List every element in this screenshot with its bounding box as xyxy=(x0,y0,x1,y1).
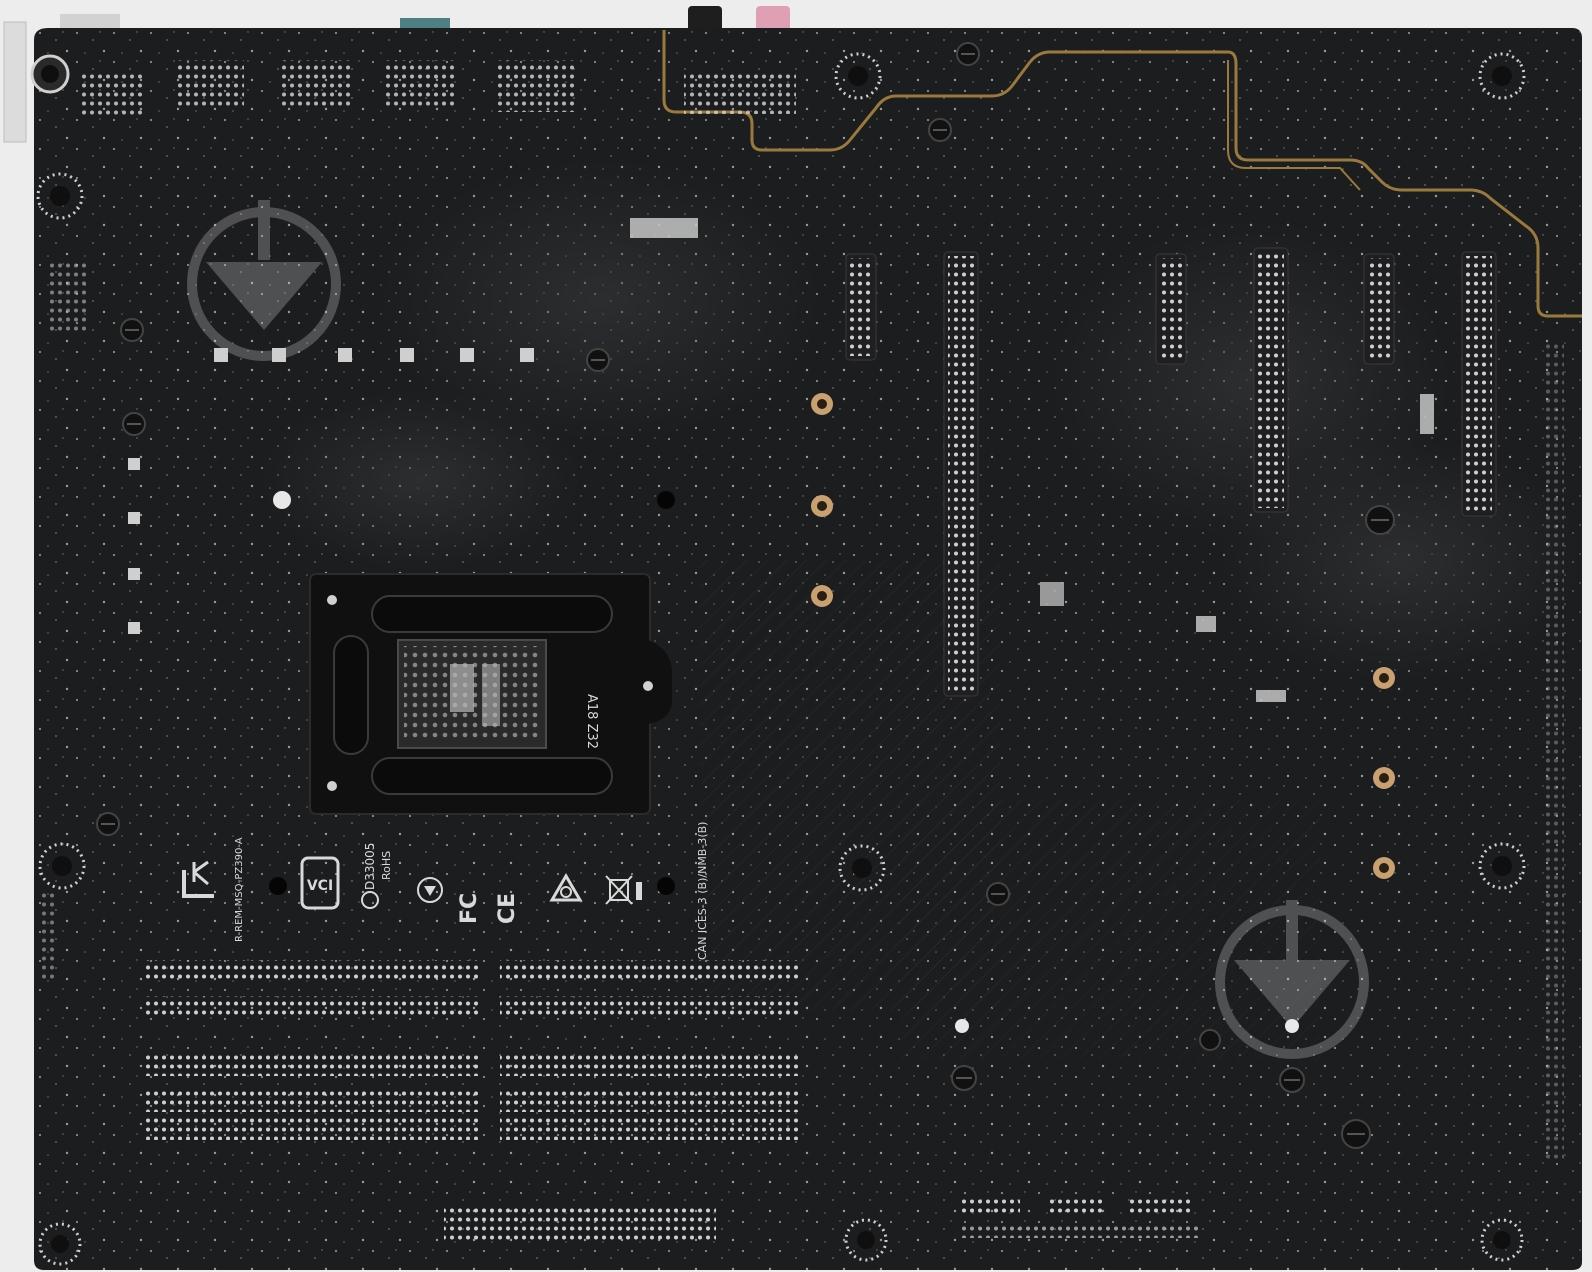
audio-jack-pink xyxy=(756,6,790,32)
cpu-backplate: A18 Z32 xyxy=(309,573,672,815)
screw xyxy=(1365,505,1395,535)
screw xyxy=(1341,1119,1371,1149)
kc-model-id: R-REM-MSQ-PZ390-A xyxy=(234,837,245,942)
ce-mark: CE xyxy=(495,893,520,924)
mounting-hole xyxy=(38,1222,82,1266)
pcie-x16-slot-pins xyxy=(943,251,979,697)
pcb-hole xyxy=(273,491,291,509)
pcie-x1-slot-pins xyxy=(1155,253,1187,365)
kc-mark xyxy=(182,860,214,898)
recycle-icon xyxy=(417,877,443,903)
ices-compliance-text: CAN ICES-3 (B)/NMB-3(B) xyxy=(696,822,709,960)
mounting-hole xyxy=(30,54,70,94)
pcie-x16-slot-pins xyxy=(1253,247,1289,513)
fcc-mark: FC xyxy=(457,893,482,924)
pcb-hole xyxy=(657,491,675,509)
pcie-x1-slot-pins xyxy=(845,253,877,361)
rcm-mark-icon xyxy=(549,873,583,902)
edge-pin-strip xyxy=(48,260,88,334)
io-connector-pins xyxy=(78,60,796,118)
watermark-logo-top-left xyxy=(187,200,341,361)
watermark-logo-bottom-right xyxy=(1215,900,1369,1059)
edge-pin-strip xyxy=(42,890,56,980)
audio-jack-black xyxy=(688,6,722,32)
m2-standoff-hole xyxy=(811,393,833,415)
screw xyxy=(928,118,952,142)
screw xyxy=(986,882,1010,906)
screw xyxy=(951,1065,977,1091)
screw xyxy=(96,812,120,836)
pcie-x1-slot-pins xyxy=(1363,253,1395,365)
mounting-hole xyxy=(1480,1218,1524,1262)
bsmi-code: D33005 xyxy=(363,843,377,890)
backplate-code: A18 Z32 xyxy=(584,694,599,749)
m2-standoff-hole xyxy=(1373,857,1395,879)
screw xyxy=(586,348,610,372)
bsmi-mark xyxy=(361,891,379,909)
io-shield-edge xyxy=(3,21,27,143)
edge-pin-strip xyxy=(1546,340,1564,1160)
mounting-hole xyxy=(838,844,886,892)
pcb-hole xyxy=(1285,1019,1299,1033)
mounting-hole xyxy=(36,172,84,220)
screw xyxy=(122,412,146,436)
mounting-hole xyxy=(844,1218,888,1262)
pcb-hole xyxy=(657,877,675,895)
dimm-slot-pins xyxy=(144,960,480,1140)
mounting-hole xyxy=(38,842,86,890)
vcci-mark: VCI xyxy=(300,856,340,910)
screw xyxy=(1279,1067,1305,1093)
m2-standoff-hole xyxy=(1373,767,1395,789)
m2-standoff-hole xyxy=(811,495,833,517)
m2-standoff-hole xyxy=(1373,667,1395,689)
smd-components xyxy=(128,218,1434,702)
dimm-slot-pins xyxy=(500,960,800,1140)
pcie-x16-slot-pins xyxy=(1461,251,1497,517)
mounting-hole xyxy=(834,52,882,100)
pcb-hole xyxy=(955,1019,969,1033)
mounting-hole xyxy=(1478,842,1526,890)
ground-trace xyxy=(662,30,1582,318)
front-panel-header-pins xyxy=(444,1196,1200,1242)
svg-text:VCI: VCI xyxy=(307,878,333,894)
mounting-hole xyxy=(1478,52,1526,100)
screw xyxy=(120,318,144,342)
rohs-label: RoHS xyxy=(380,851,393,880)
screw xyxy=(1199,1029,1221,1051)
m2-standoff-hole xyxy=(811,585,833,607)
screw xyxy=(956,42,980,66)
pcb-hole xyxy=(269,877,287,895)
weee-bin-icon xyxy=(605,875,642,905)
